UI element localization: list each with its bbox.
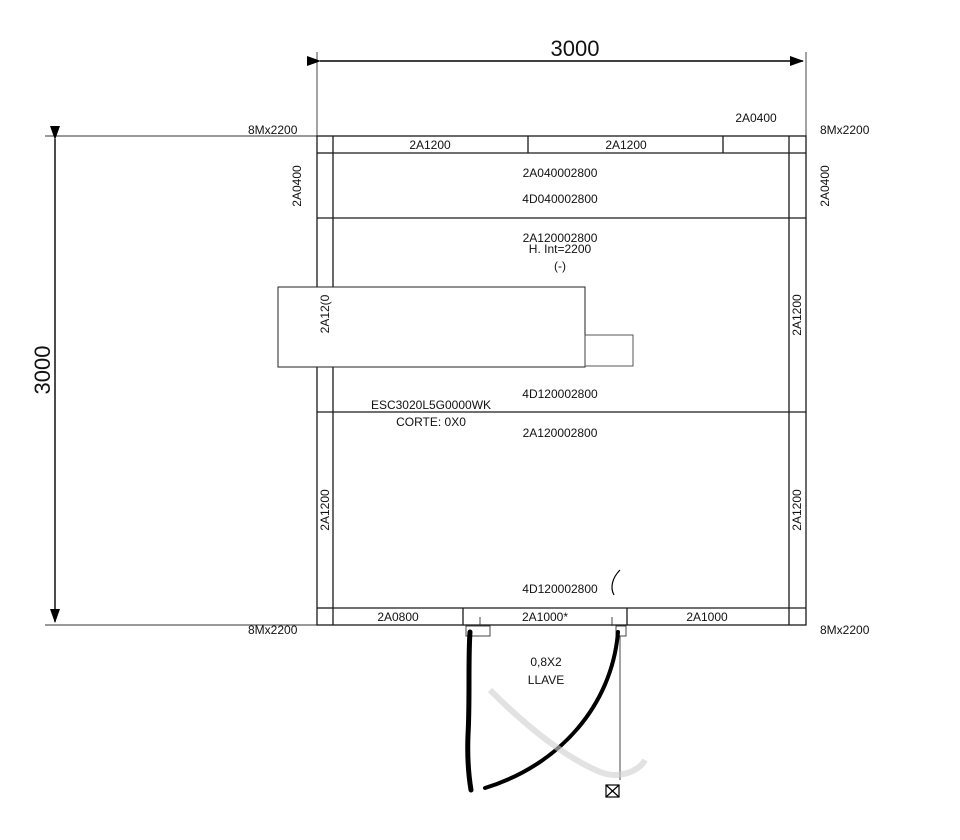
right-wall-middle: 2A1200 — [790, 294, 804, 336]
bottom-wall-panel-2: 2A1000* — [522, 610, 568, 624]
bottom-wall-panel-1: 2A0800 — [377, 610, 419, 624]
width-dimension-label: 3000 — [551, 36, 600, 61]
corner-label-top-left: 8Mx2200 — [248, 123, 298, 137]
right-wall-upper: 2A0400 — [818, 165, 832, 207]
ceiling-row2-panel: 2A120002800 — [523, 231, 598, 245]
left-wall-lower: 2A1200 — [318, 489, 332, 531]
ceiling-row1-panel: 2A040002800 — [523, 166, 598, 180]
door-type-label: LLAVE — [528, 673, 564, 687]
top-dimension-line: 3000 — [307, 36, 807, 136]
corner-label-top-right: 8Mx2200 — [820, 123, 870, 137]
ceiling-row3-profile: 4D120002800 — [522, 582, 598, 596]
left-dimension-line: 3000 — [30, 126, 317, 626]
equipment-cut: CORTE: 0X0 — [396, 415, 466, 429]
interior-height-label: H. Int=2200 — [529, 242, 592, 256]
corner-label-bottom-right: 8Mx2200 — [820, 623, 870, 637]
left-wall-middle-overlap: 2A12(0 — [318, 294, 332, 333]
corner-label-bottom-left: 8Mx2200 — [248, 623, 298, 637]
interior-height-sign: (-) — [554, 259, 566, 273]
top-wall-panel-1: 2A1200 — [409, 138, 451, 152]
right-wall-lower: 2A1200 — [790, 489, 804, 531]
door — [465, 569, 648, 798]
ceiling-row3-panel: 2A120002800 — [523, 426, 598, 440]
left-wall-upper: 2A0400 — [290, 165, 304, 207]
top-wall-panel-3: 2A0400 — [735, 111, 777, 125]
ceiling-row1-profile: 4D040002800 — [522, 192, 598, 206]
bottom-wall-panel-3: 2A1000 — [686, 610, 728, 624]
evaporator-unit — [277, 286, 634, 368]
door-size-label: 0,8X2 — [530, 655, 562, 669]
room-walls — [316, 135, 807, 626]
top-wall-panel-2: 2A1200 — [605, 138, 647, 152]
ceiling-row2-profile: 4D120002800 — [522, 387, 598, 401]
height-dimension-label: 3000 — [30, 346, 55, 395]
equipment-code: ESC3020L5G0000WK — [371, 398, 491, 412]
